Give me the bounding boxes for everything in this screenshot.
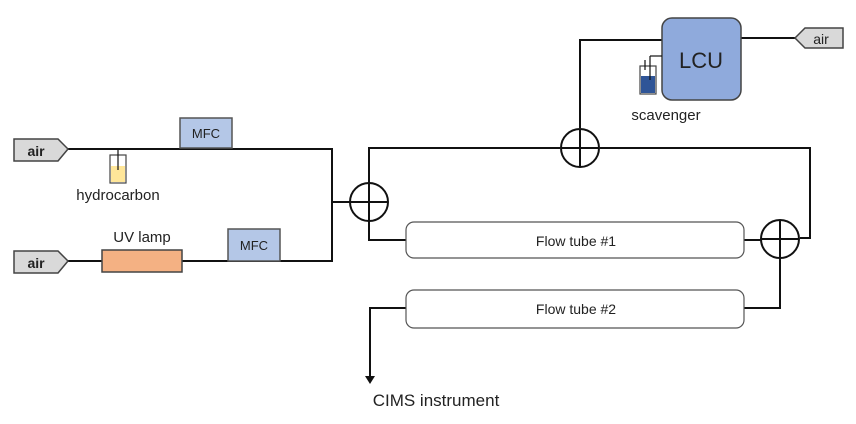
mfc-bottom: MFC	[227, 228, 281, 262]
valve-right	[760, 219, 800, 259]
air-label-top: air	[27, 143, 45, 159]
pipe-top-air	[68, 148, 350, 203]
mfc-top: MFC	[179, 117, 233, 149]
pipe-valve3-tube2	[744, 258, 781, 309]
pipe-valve1-tube1	[368, 220, 406, 241]
scavenger-label: scavenger	[631, 107, 700, 124]
air-inlet-top: air	[13, 138, 70, 162]
air-label-bottom: air	[27, 255, 45, 271]
flow-tube-1: Flow tube #1	[405, 221, 745, 259]
air-label-lcu: air	[813, 31, 829, 47]
valve-left	[349, 182, 389, 222]
hydrocarbon-label: hydrocarbon	[76, 187, 159, 204]
pipe-top-right	[600, 147, 811, 239]
pipe-valve2-lcu	[579, 39, 662, 128]
cims-arrow-head	[365, 376, 375, 384]
valve-top	[560, 128, 600, 168]
mfc-top-label: MFC	[192, 126, 220, 141]
scavenger-vial	[639, 55, 662, 95]
air-inlet-bottom: air	[13, 250, 70, 274]
lcu-label: LCU	[679, 48, 723, 73]
cims-label: CIMS instrument	[373, 391, 500, 410]
air-inlet-lcu: air	[793, 27, 844, 49]
hydrocarbon-vial	[109, 149, 127, 184]
uv-lamp-label: UV lamp	[113, 229, 171, 246]
mfc-bottom-label: MFC	[240, 238, 268, 253]
uv-lamp	[101, 249, 183, 273]
pipe-valve1-top	[368, 147, 560, 184]
pipe-tube2-cims	[369, 307, 406, 376]
flow-tube-1-label: Flow tube #1	[536, 233, 616, 249]
flow-tube-2: Flow tube #2	[405, 289, 745, 329]
flow-tube-2-label: Flow tube #2	[536, 301, 616, 317]
lcu-unit: LCU	[661, 17, 742, 101]
